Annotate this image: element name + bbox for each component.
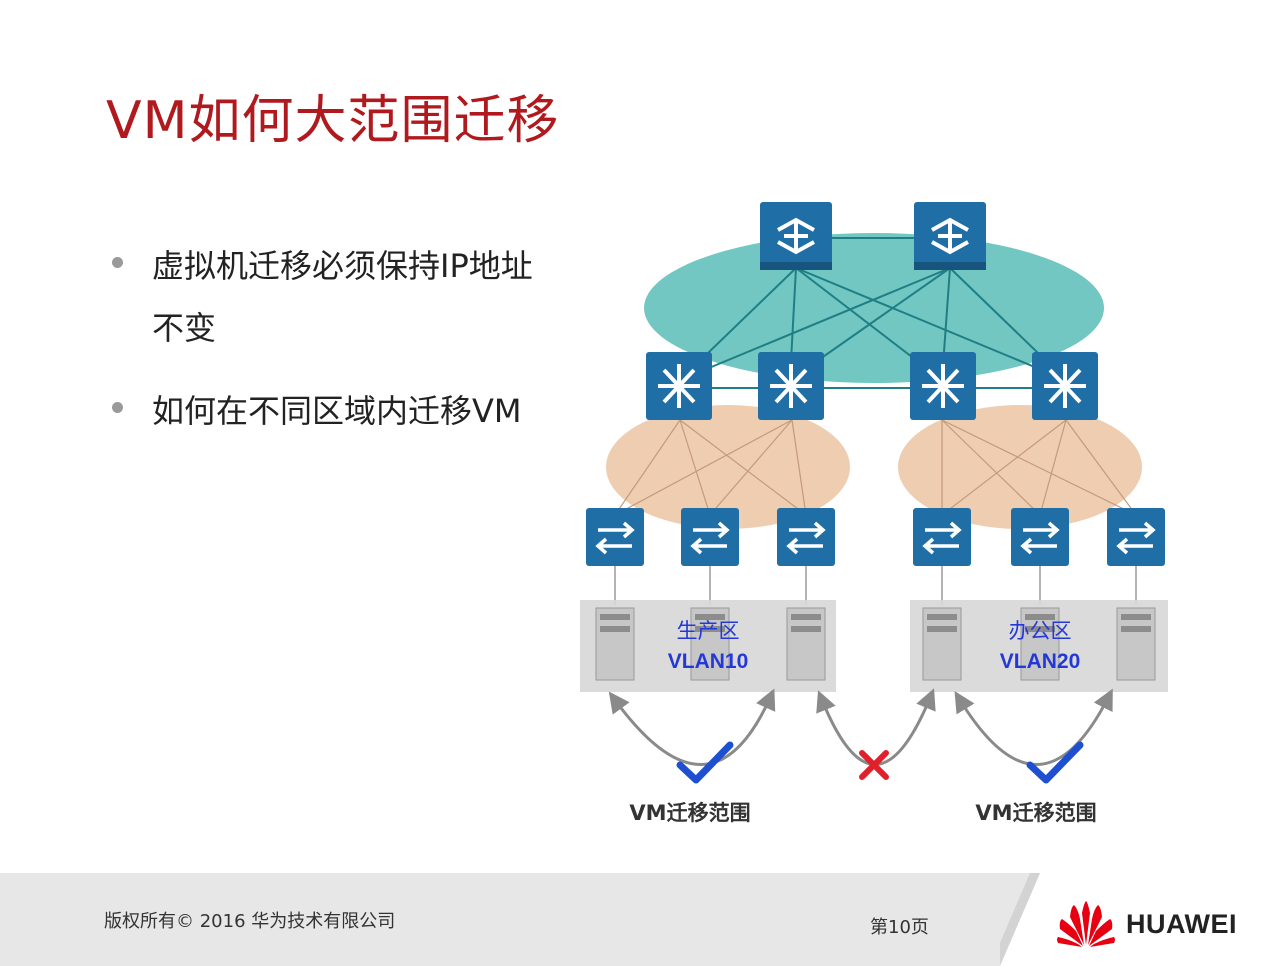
core-router-left <box>760 202 832 270</box>
server-icon <box>786 607 826 681</box>
bullet-dot <box>112 257 123 268</box>
migration-arrow-production <box>608 688 776 766</box>
access-switch-1 <box>586 508 644 566</box>
access-switch-4 <box>913 508 971 566</box>
server-icon <box>1020 607 1060 681</box>
access-switch-2 <box>681 508 739 566</box>
aggregation-ellipse-left <box>606 405 850 529</box>
aggregation-switch-1 <box>646 352 712 420</box>
cross-icon <box>859 750 889 780</box>
migration-label-office: VM迁移范围 <box>975 801 1096 825</box>
bullet-text: 虚拟机迁移必须保持IP地址不变 <box>152 247 533 347</box>
server-icon <box>690 607 730 681</box>
zone-vlan-office: VLAN20 <box>1000 650 1081 673</box>
access-switch-3 <box>777 508 835 566</box>
network-diagram: 生产区 VLAN10 办公区 VLAN20 VM迁移范围 VM迁移范围 <box>580 202 1168 825</box>
server-links <box>614 565 1137 605</box>
bullet-text: 如何在不同区域内迁移VM <box>152 392 522 430</box>
access-links <box>614 419 1137 516</box>
aggregation-switch-4 <box>1032 352 1098 420</box>
server-icon <box>922 607 962 681</box>
core-router-right <box>914 202 986 270</box>
aggregation-switch-2 <box>758 352 824 420</box>
server-icon <box>1116 607 1156 681</box>
access-switch-6 <box>1107 508 1165 566</box>
migration-label-production: VM迁移范围 <box>629 801 750 825</box>
huawei-logo-icon <box>1057 901 1115 947</box>
page-number: 第10页 <box>870 917 929 938</box>
check-icon <box>1026 741 1084 784</box>
core-layer-ellipse <box>644 233 1104 383</box>
zone-name-office: 办公区 <box>1009 619 1072 643</box>
access-switch-5 <box>1011 508 1069 566</box>
brand-name: HUAWEI <box>1126 909 1237 939</box>
slide-title: VM如何大范围迁移 <box>106 91 560 151</box>
migration-arrow-office <box>954 688 1113 766</box>
slide-footer: 版权所有© 2016 华为技术有限公司 第10页 HUAWEI <box>0 873 1288 966</box>
migration-arrow-cross-zone <box>816 688 936 766</box>
zone-vlan-production: VLAN10 <box>668 650 749 673</box>
copyright-text: 版权所有© 2016 华为技术有限公司 <box>104 911 396 932</box>
aggregation-switch-3 <box>910 352 976 420</box>
check-icon <box>676 741 734 784</box>
bullet-dot <box>112 402 123 413</box>
server-icon <box>595 607 635 681</box>
zone-name-production: 生产区 <box>677 619 740 643</box>
